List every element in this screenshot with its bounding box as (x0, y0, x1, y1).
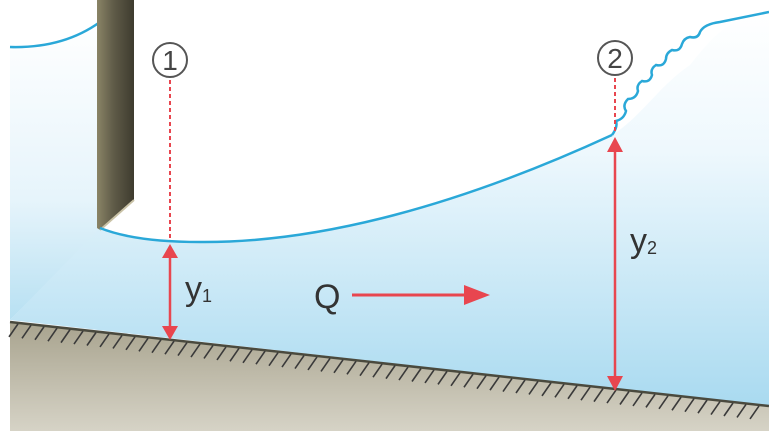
bed-hatch-mark (424, 369, 435, 384)
bed-hatch-mark (528, 380, 539, 395)
flow-body (10, 14, 769, 406)
bed-hatch-mark (697, 399, 708, 414)
bed-hatch-mark (34, 326, 45, 341)
depth-2-dimension: y2 (607, 137, 657, 391)
bed-hatch-mark (99, 333, 110, 348)
bed-hatch-mark (86, 332, 97, 346)
flow-indicator: Q (314, 278, 490, 316)
bed-hatch-mark (346, 360, 357, 375)
jump-surface (610, 10, 769, 136)
bed-hatch-mark (138, 337, 149, 352)
bed-hatch-mark (606, 389, 617, 404)
bed-hatch-mark (671, 396, 682, 411)
bed-hatch-mark (710, 401, 721, 416)
bed-hatch-mark (489, 376, 500, 391)
bed-hatch-mark (476, 375, 487, 390)
bed-hatch-mark (411, 368, 422, 382)
depth-1-label: y1 (185, 270, 212, 308)
depth-2-arrowhead-top (607, 137, 623, 152)
depth-1-dimension: y1 (162, 244, 212, 340)
bed-hatch-mark (8, 323, 19, 338)
bed-hatch-mark (437, 370, 448, 385)
bed-hatching (8, 323, 760, 420)
bed-hatch-mark (372, 363, 383, 378)
bed-hatch-mark (749, 405, 760, 420)
bed-hatch-mark (203, 345, 214, 359)
bed-hatch-mark (242, 349, 253, 364)
bed-hatch-mark (60, 329, 71, 344)
bed-hatch-mark (112, 334, 123, 349)
section-1-circle (152, 42, 188, 78)
bed-hatch-mark (385, 365, 396, 380)
depth-1-arrowhead-bottom (162, 326, 178, 340)
channel-bed (10, 322, 769, 431)
bed-hatch-mark (216, 346, 227, 361)
bed-hatch-mark (21, 324, 32, 339)
bed-hatch-mark (164, 340, 175, 355)
bed-hatch-mark (229, 347, 240, 362)
upstream-water (10, 20, 100, 320)
section-1-number: 1 (162, 45, 178, 76)
section-2-marker: 2 (597, 40, 633, 134)
channel-bed-line (9, 320, 769, 408)
sluice-gate (97, 0, 134, 230)
bed-hatch-mark (619, 391, 630, 405)
bed-hatch-mark (554, 383, 565, 398)
section-1-marker: 1 (152, 42, 188, 240)
bed-hatch-mark (73, 330, 84, 345)
bed-hatch-mark (567, 385, 578, 400)
bed-hatch-mark (593, 388, 604, 403)
water-surface-profile (99, 133, 613, 244)
section-2-circle (597, 40, 633, 76)
bed-hatch-mark (268, 352, 279, 367)
bed-hatch-mark (450, 372, 461, 387)
sluice-gate-edge (99, 199, 135, 231)
bed-hatch-mark (723, 402, 734, 417)
bed-hatch-mark (177, 342, 188, 357)
bed-hatch-mark (190, 343, 201, 358)
bed-hatch-mark (47, 327, 58, 342)
flow-label: Q (314, 278, 340, 316)
bed-hatch-mark (736, 403, 747, 418)
bed-hatch-mark (320, 357, 331, 372)
bed-hatch-mark (463, 373, 474, 388)
bed-hatch-mark (515, 379, 526, 394)
bed-hatch-mark (294, 355, 305, 369)
bed-hatch-mark (307, 356, 318, 371)
depth-2-label: y2 (630, 222, 657, 260)
bed-hatch-mark (255, 350, 266, 365)
bed-hatch-mark (684, 398, 695, 413)
bed-hatch-mark (632, 392, 643, 407)
bed-hatch-mark (398, 366, 409, 381)
bed-hatch-mark (125, 336, 136, 351)
bed-hatch-mark (502, 378, 513, 393)
bed-hatch-mark (580, 386, 591, 401)
depth-2-arrowhead-bottom (607, 376, 623, 391)
bed-hatch-mark (333, 359, 344, 374)
bed-hatch-mark (541, 382, 552, 397)
upstream-water-surface (9, 20, 101, 49)
bed-hatch-mark (151, 339, 162, 354)
bed-hatch-mark (645, 393, 656, 408)
flow-arrowhead-icon (464, 285, 490, 305)
section-2-number: 2 (607, 43, 623, 74)
bed-hatch-mark (281, 353, 292, 368)
depth-1-arrowhead-top (162, 244, 178, 258)
bed-hatch-mark (658, 395, 669, 410)
bed-hatch-mark (359, 362, 370, 377)
